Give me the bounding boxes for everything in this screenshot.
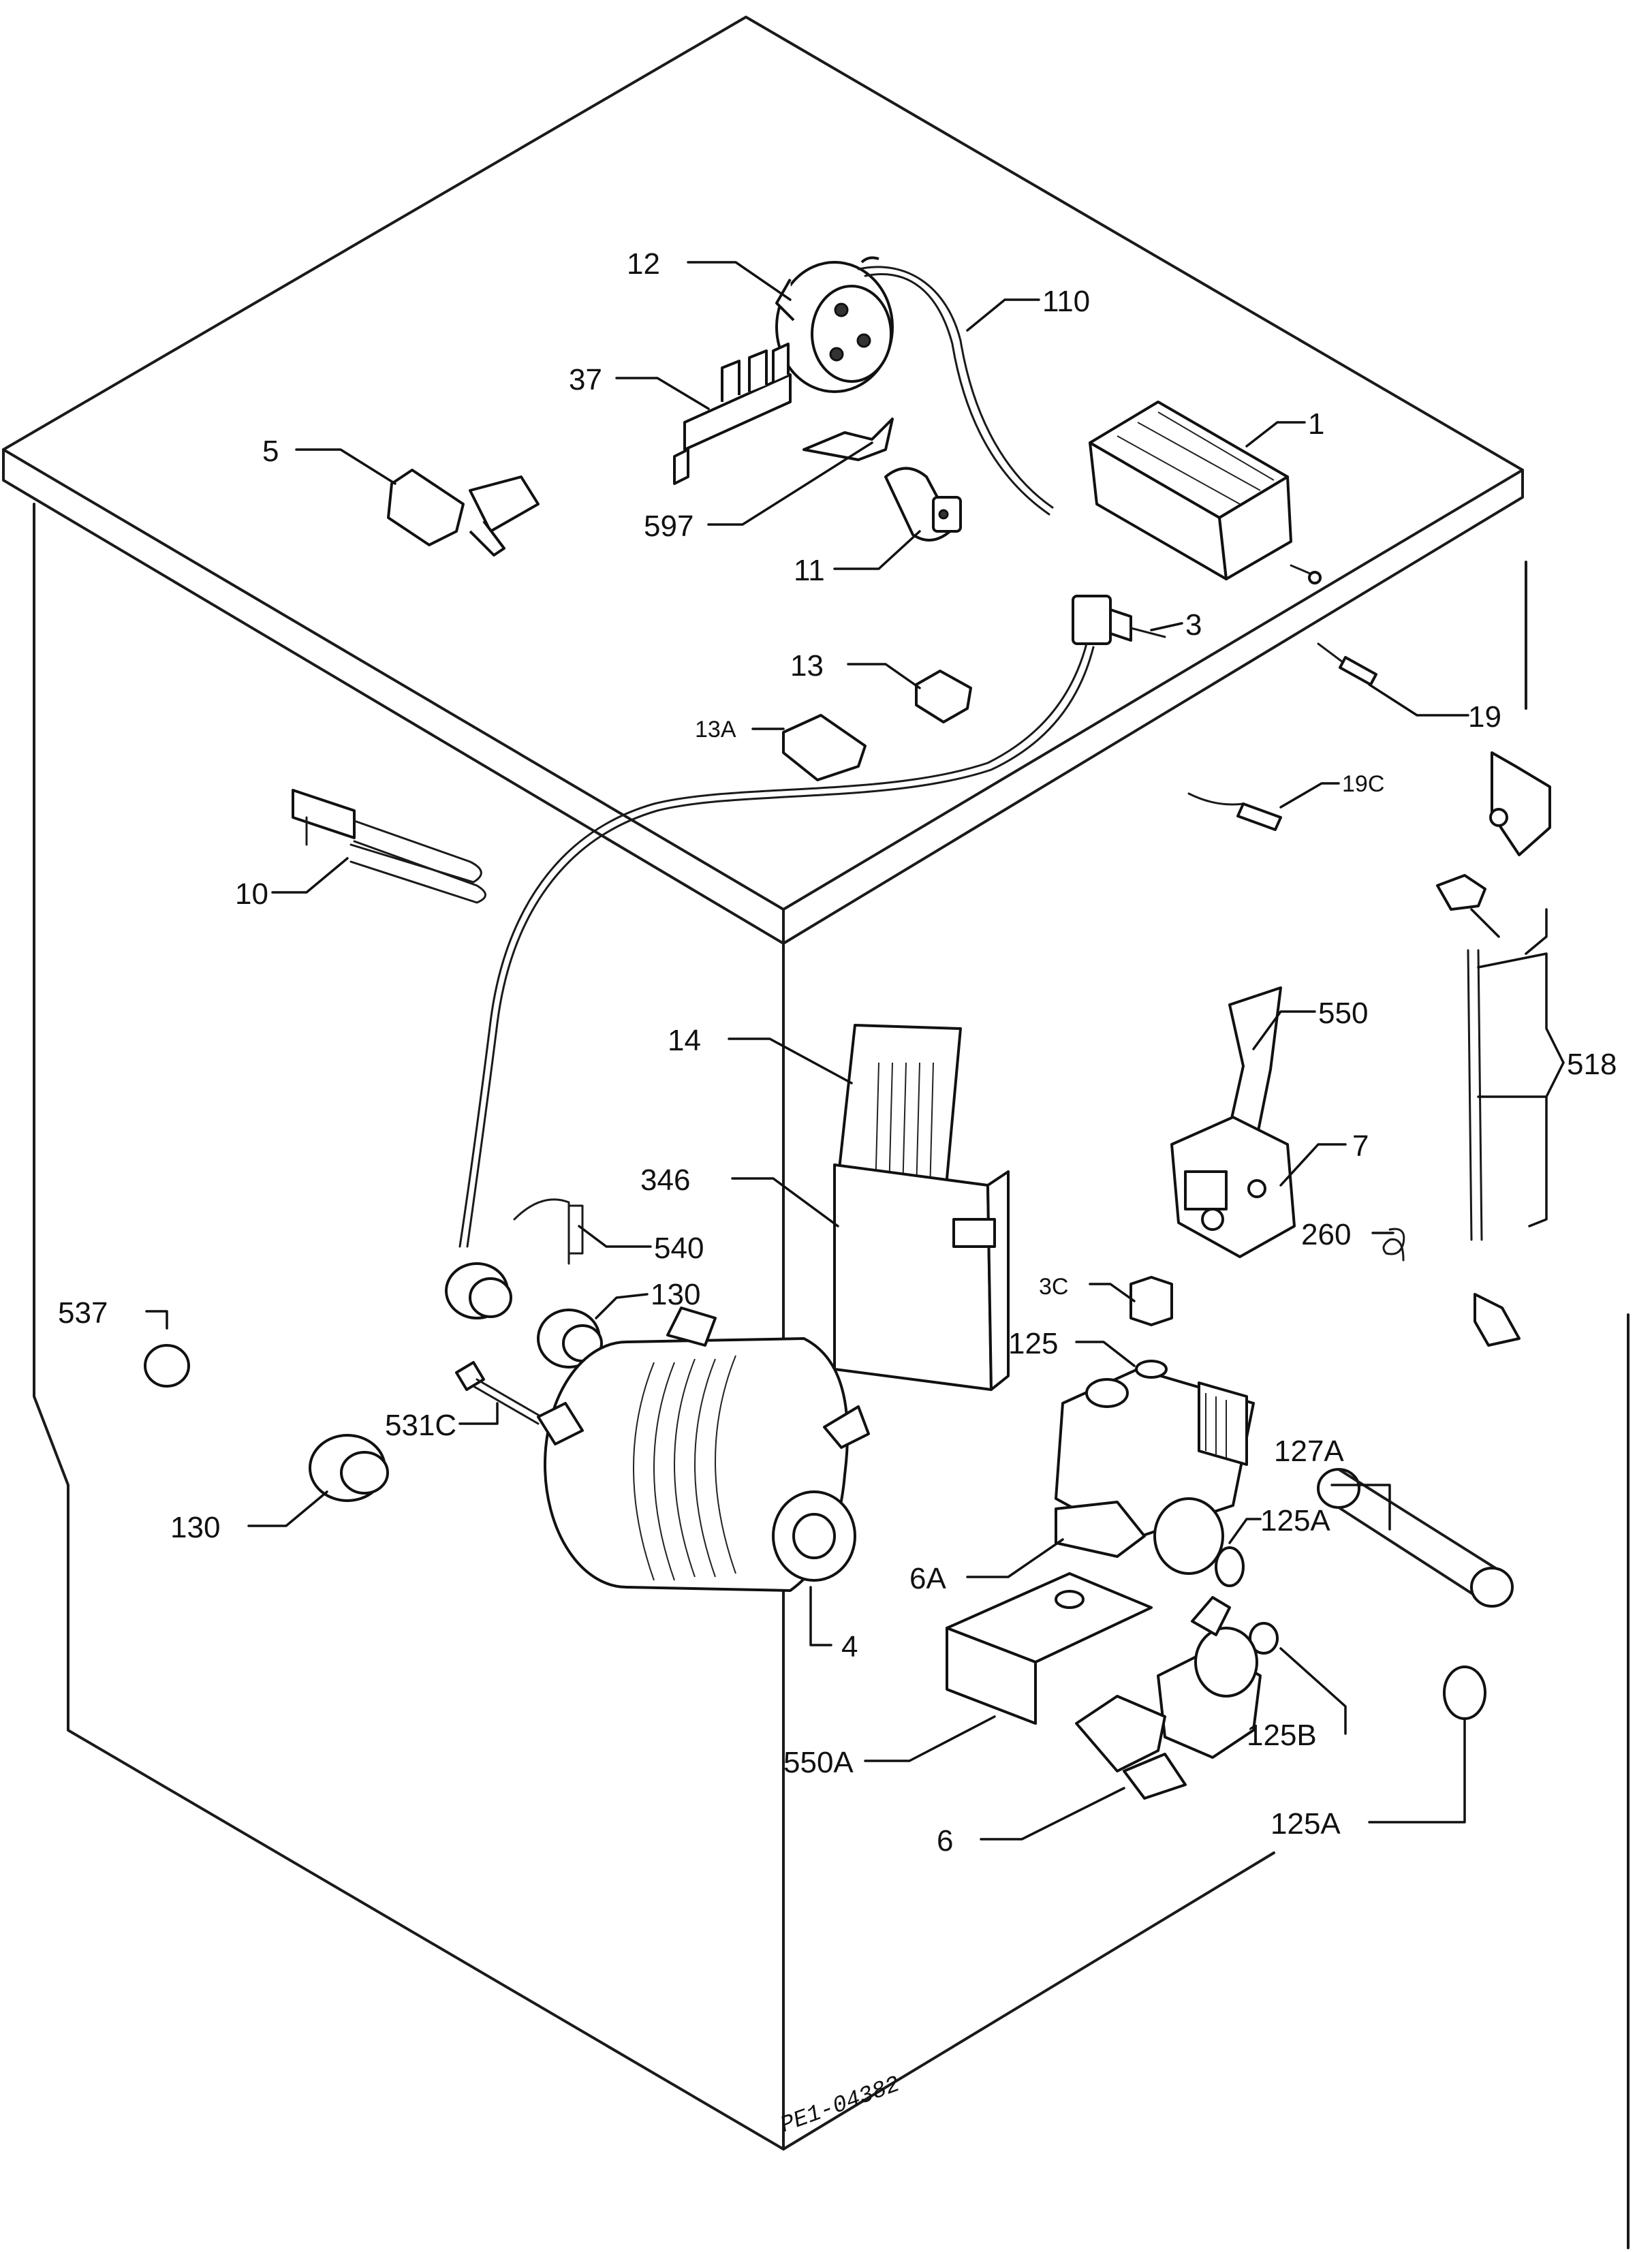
label-550a: 550A	[783, 1746, 854, 1779]
programmer-part	[1089, 401, 1322, 584]
cabinet-outline	[2, 16, 1630, 2249]
label-14: 14	[668, 1024, 701, 1057]
label-13: 13	[790, 649, 824, 683]
label-125a-bottom: 125A	[1271, 1807, 1341, 1841]
label-597: 597	[644, 510, 693, 543]
cabinet-front	[33, 503, 785, 2151]
label-7: 7	[1352, 1129, 1369, 1163]
label-531c: 531C	[385, 1409, 456, 1442]
label-19: 19	[1468, 700, 1501, 734]
hose-110	[857, 266, 1054, 509]
connector-13-part	[915, 670, 972, 723]
cable-tie-540-part	[513, 1198, 584, 1265]
valve-5-part	[387, 469, 540, 557]
label-13a: 13A	[695, 717, 736, 742]
terminal-block-part	[673, 343, 792, 485]
switch-3-part	[1072, 595, 1166, 645]
label-4: 4	[841, 1630, 858, 1663]
spring-260-part	[1382, 1227, 1405, 1262]
door-lock-part	[1170, 986, 1296, 1258]
label-130-top: 130	[651, 1278, 700, 1311]
capacitor-part	[884, 467, 962, 542]
label-12: 12	[627, 247, 660, 281]
label-3c: 3C	[1039, 1274, 1068, 1300]
seal-125a-bottom-part	[1443, 1665, 1486, 1720]
drawing-code: PE1-04382	[777, 2072, 904, 2140]
label-260: 260	[1301, 1218, 1351, 1251]
label-537: 537	[58, 1296, 108, 1330]
hose-127a-part	[1317, 1468, 1514, 1608]
pump-part	[1075, 1596, 1262, 1800]
door-latch-assembly-part	[1436, 751, 1551, 1347]
label-125: 125	[1008, 1327, 1058, 1360]
label-518: 518	[1567, 1048, 1617, 1081]
label-37: 37	[569, 363, 602, 396]
grommet-537-part	[144, 1344, 190, 1388]
clip-597-part	[802, 418, 894, 461]
switch-cable	[458, 642, 1088, 1248]
connector-13a-part	[782, 714, 867, 781]
seal-125a-top-part	[1215, 1546, 1245, 1587]
label-10: 10	[235, 877, 268, 911]
leader-lines	[145, 261, 1565, 1841]
label-125b: 125B	[1247, 1719, 1317, 1752]
pump-housing-part	[1055, 1368, 1255, 1575]
label-125a-top: 125A	[1260, 1504, 1330, 1537]
screw-531c-part	[455, 1361, 543, 1425]
label-110: 110	[1042, 285, 1090, 318]
sensor-19-part	[1317, 642, 1377, 686]
foam-block-550a-part	[946, 1572, 1153, 1725]
heater-element-part	[292, 789, 486, 904]
label-6a: 6A	[909, 1562, 946, 1595]
motor-part	[537, 1307, 870, 1592]
label-127a: 127A	[1274, 1435, 1344, 1468]
label-19c: 19C	[1342, 771, 1384, 797]
label-540: 540	[654, 1232, 704, 1265]
cabinet-top-edge	[2, 448, 1524, 945]
label-11: 11	[794, 554, 825, 587]
label-3: 3	[1185, 608, 1202, 642]
label-550: 550	[1318, 997, 1368, 1030]
label-5: 5	[262, 435, 279, 468]
dispenser-part	[833, 1024, 1010, 1391]
cabinet-top	[2, 16, 1524, 911]
label-346: 346	[640, 1163, 690, 1197]
pressure-switch-part	[775, 256, 894, 393]
seal-125-part	[1135, 1360, 1168, 1379]
label-1: 1	[1308, 407, 1324, 441]
seal-125b-part	[1249, 1622, 1279, 1655]
label-130-bottom: 130	[170, 1511, 220, 1544]
cabinet-side-bottom	[782, 1851, 1275, 2151]
sensor-19c-part	[1187, 792, 1282, 831]
sensor-plug-3c-part	[1129, 1276, 1173, 1326]
label-6: 6	[937, 1824, 953, 1858]
